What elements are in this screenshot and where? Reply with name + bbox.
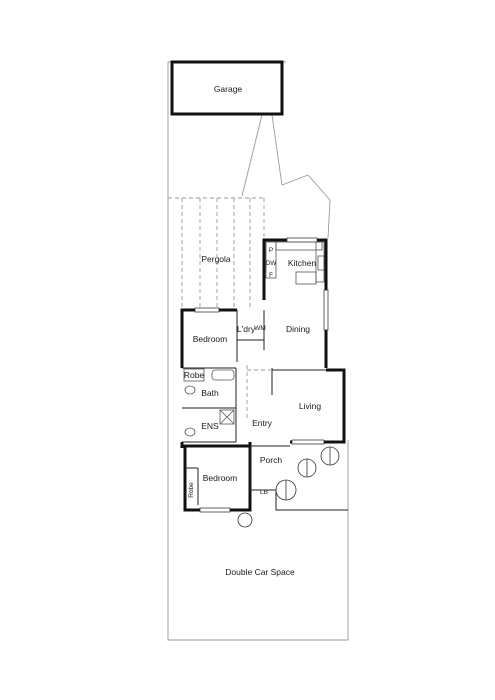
fridge-label: F bbox=[269, 272, 273, 279]
pantry-label: P bbox=[269, 247, 273, 254]
dishwasher-label: DW bbox=[266, 260, 278, 267]
robe-2-label: Robe bbox=[188, 482, 195, 498]
washing-machine-label: WM bbox=[254, 325, 266, 332]
windows bbox=[194, 237, 329, 513]
garage: Garage bbox=[170, 60, 284, 116]
ensuite-label: ENS bbox=[201, 421, 219, 431]
dining-label: Dining bbox=[286, 324, 310, 334]
bedroom-2-label: Bedroom bbox=[203, 473, 238, 483]
garage-label: Garage bbox=[214, 84, 243, 94]
garden-bed-icon bbox=[237, 512, 253, 528]
laundry-label: L'dry bbox=[237, 324, 256, 334]
double-car-space-label: Double Car Space bbox=[225, 567, 295, 577]
internal-walls bbox=[182, 310, 326, 505]
external-walls bbox=[180, 238, 346, 512]
bath-label: Bath bbox=[201, 388, 219, 398]
bedroom-2: Bedroom Robe bbox=[188, 473, 237, 498]
robe-1: Robe bbox=[183, 368, 205, 382]
entry: Entry bbox=[246, 365, 273, 428]
bath: Bath bbox=[184, 369, 235, 398]
pergola: Pergola bbox=[168, 197, 265, 310]
letterbox-label: LB bbox=[260, 489, 268, 496]
living-label: Living bbox=[299, 401, 321, 411]
kitchen: Kitchen P DW F bbox=[266, 241, 325, 285]
kitchen-label: Kitchen bbox=[288, 258, 317, 268]
property-boundary bbox=[167, 61, 349, 641]
porch: Porch LB bbox=[249, 446, 348, 511]
bedroom-1-label: Bedroom bbox=[193, 334, 228, 344]
pergola-label: Pergola bbox=[201, 254, 231, 264]
laundry: L'dry WM bbox=[237, 324, 266, 334]
porch-label: Porch bbox=[260, 455, 282, 465]
entry-label: Entry bbox=[252, 418, 273, 428]
ensuite: ENS bbox=[184, 409, 235, 437]
robe-1-label: Robe bbox=[184, 370, 205, 380]
tree-icon bbox=[275, 446, 340, 501]
